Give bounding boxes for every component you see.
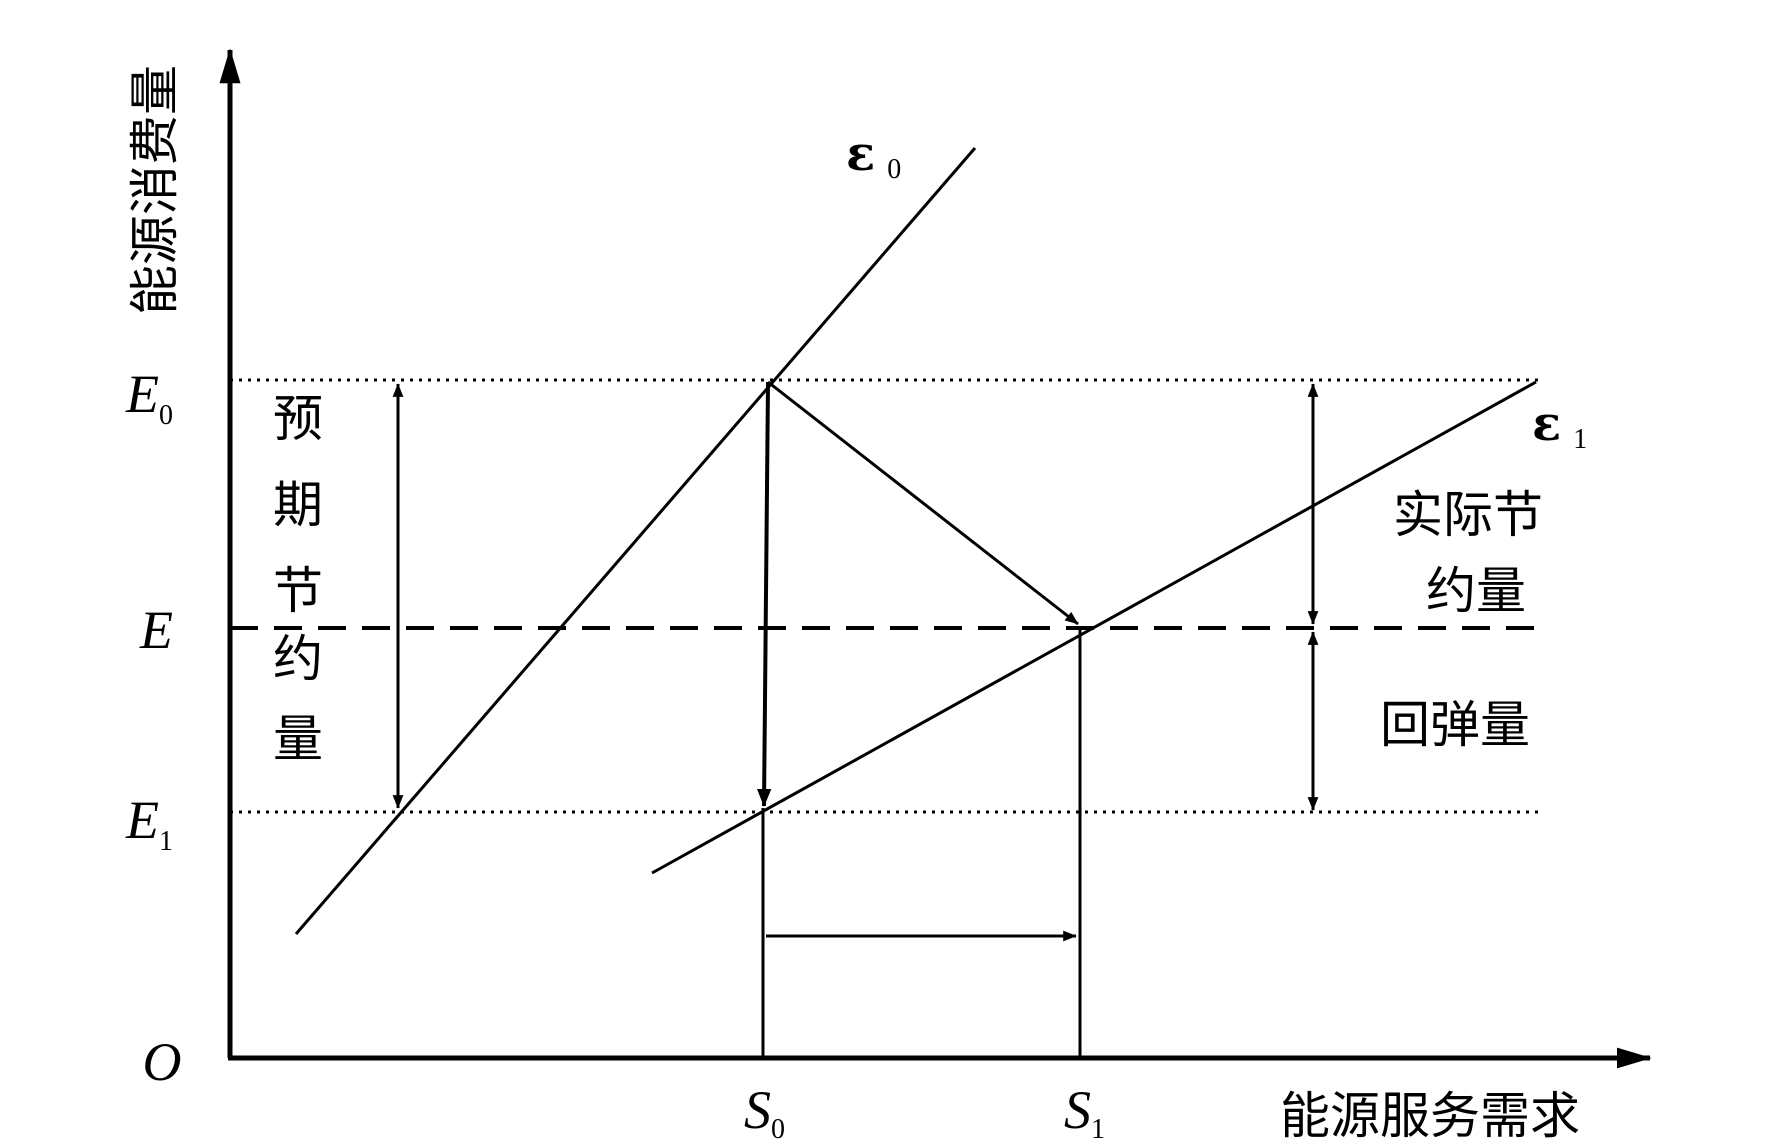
tick-label-e0: E0 bbox=[125, 364, 173, 431]
expected-saving-char-1: 预 bbox=[273, 390, 323, 448]
origin-label: O bbox=[143, 1032, 182, 1092]
actual-saving-line-2: 约量 bbox=[1426, 562, 1526, 620]
rebound-label: 回弹量 bbox=[1380, 696, 1530, 754]
x-axis-title: 能源服务需求 bbox=[1280, 1087, 1580, 1140]
tick-label-e: E bbox=[139, 600, 173, 660]
curve-eps0 bbox=[294, 147, 977, 935]
y-axis-title: 能源消费量 bbox=[126, 65, 184, 315]
arrow-efficiency-drop bbox=[756, 381, 772, 807]
expected-saving-char-2: 期 bbox=[273, 476, 323, 534]
actual-saving-line-1: 实际节 bbox=[1393, 486, 1543, 544]
curve-eps1 bbox=[651, 380, 1537, 875]
expected-saving-char-3: 节 bbox=[273, 562, 323, 620]
arrow-rebound-shift bbox=[767, 380, 1079, 626]
tick-label-s1: S1 bbox=[1064, 1080, 1105, 1140]
tick-label-e1: E1 bbox=[125, 790, 173, 857]
expected-saving-char-4: 约 bbox=[273, 630, 323, 688]
tick-label-s0: S0 bbox=[744, 1080, 785, 1140]
expected-saving-char-5: 量 bbox=[273, 710, 323, 768]
